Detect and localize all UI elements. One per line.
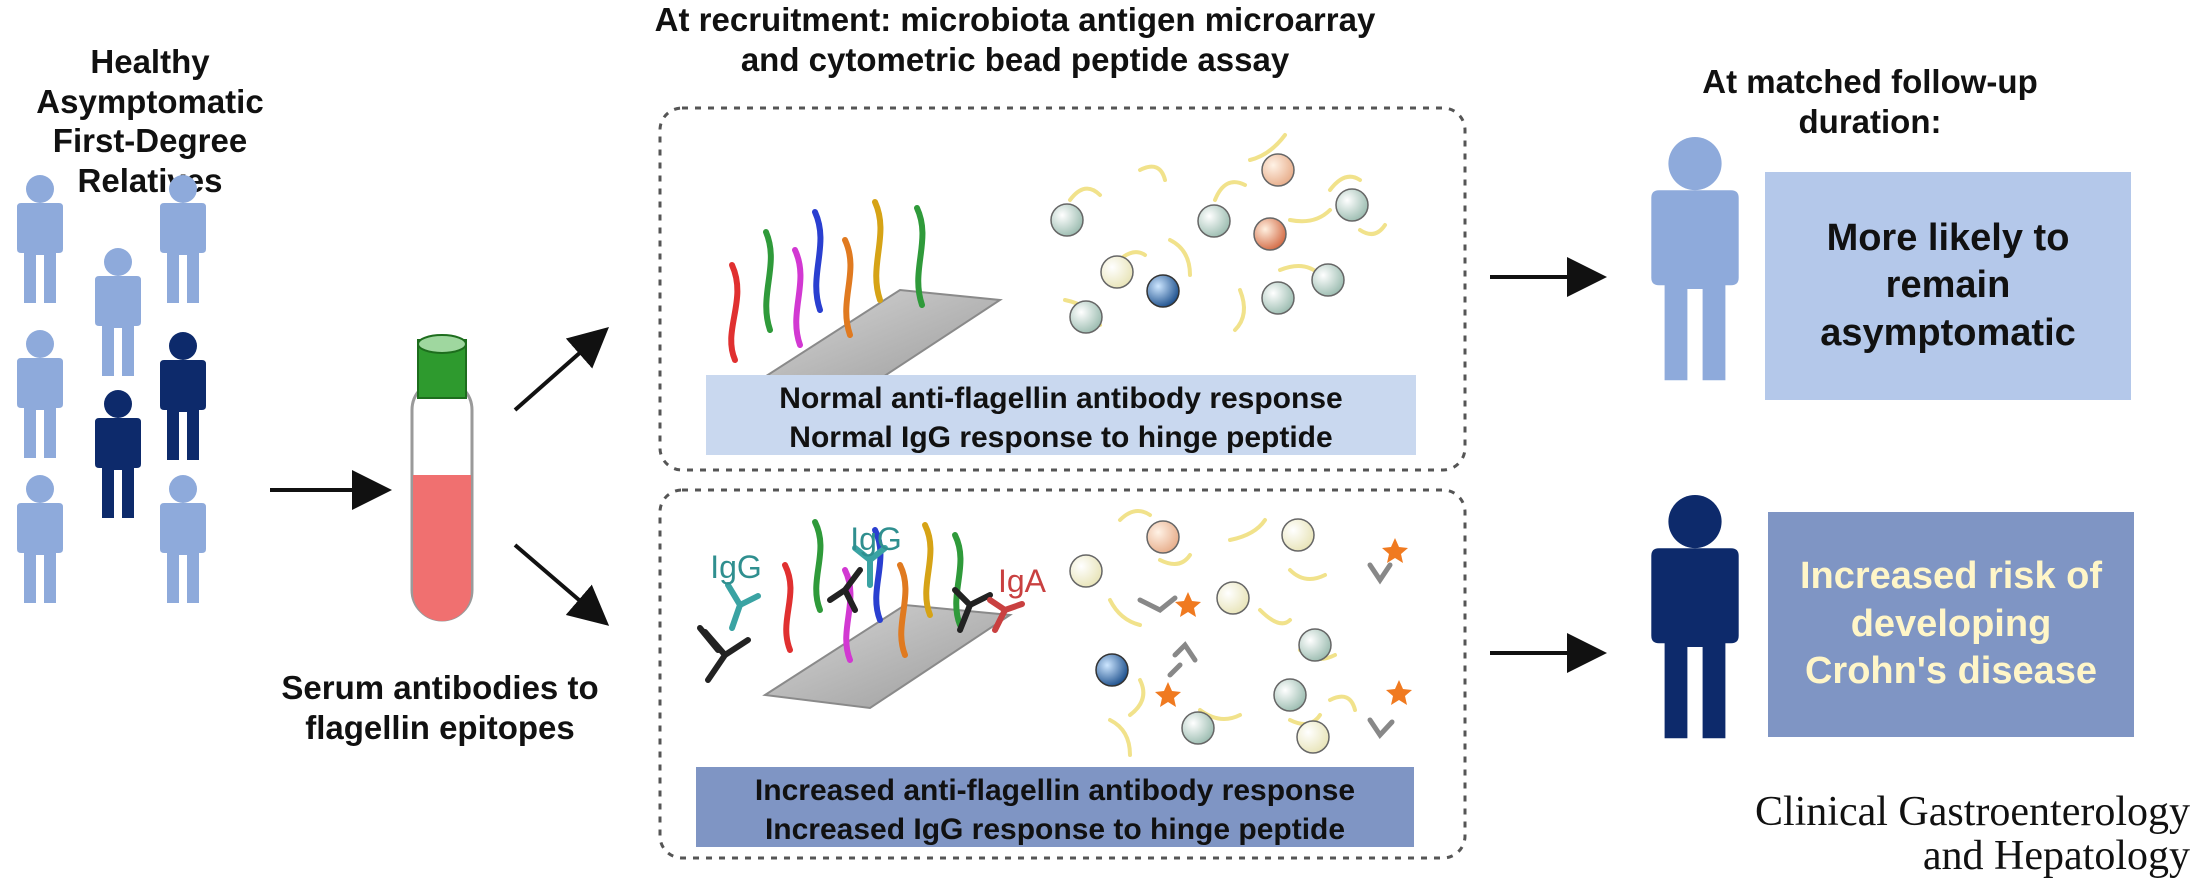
bead-antibody-icons (1137, 562, 1395, 740)
crohns-line1: Increased risk of (1799, 555, 2103, 598)
increased-panel (658, 488, 1467, 860)
antibody-icon (1137, 595, 1178, 613)
iga-label: IgA (998, 563, 1047, 599)
asymptomatic-person-icon (1651, 137, 1739, 381)
person-icon (95, 248, 141, 376)
antibody-icon (1167, 662, 1183, 678)
recruitment-header: At recruitment: microbiota antigen micro… (590, 0, 1440, 79)
antibody-icon (952, 587, 993, 633)
antibody-icon (1172, 641, 1198, 663)
normal-microarray-icon (728, 199, 1003, 394)
arrow-to-increased-panel (513, 543, 610, 626)
antibody-icon (987, 597, 1025, 633)
crohns-line3: Crohn's disease (1804, 650, 2098, 693)
star-icon (1175, 592, 1201, 617)
recruitment-header-line2: and cytometric bead peptide assay (740, 40, 1290, 78)
serum-label-line2: flagellin epitopes (305, 708, 575, 746)
crohns-outcome-box: Increased risk of developing Crohn's dis… (1768, 512, 2134, 737)
blood-tube-icon (410, 334, 474, 622)
journal-logo-line2: and Hepatology (1922, 833, 2190, 880)
normal-banner-line2: Normal IgG response to hinge peptide (789, 421, 1333, 454)
igg-antibody-icons (697, 545, 1025, 683)
person-icon (160, 475, 206, 603)
igg-label-2: IgG (850, 521, 902, 557)
increased-banner: Increased anti-flagellin antibody respon… (696, 767, 1414, 847)
star-icon (1386, 680, 1412, 705)
cohort-title-line1: Healthy Asymptomatic (36, 43, 264, 120)
serum-label-line1: Serum antibodies to (281, 669, 599, 706)
serum-label: Serum antibodies to flagellin epitopes (245, 668, 635, 747)
journal-logo-line1: Clinical Gastroenterology (1754, 789, 2190, 835)
antibody-icon (1367, 562, 1393, 585)
increased-banner-line2: Increased IgG response to hinge peptide (764, 813, 1346, 846)
normal-banner-line1: Normal anti-flagellin antibody response (779, 382, 1343, 415)
antibody-icon (852, 545, 888, 588)
person-icon (17, 175, 63, 303)
followup-header-line2: duration: (1798, 102, 1942, 140)
followup-header-line1: At matched follow-up (1702, 63, 2038, 100)
person-icon (17, 475, 63, 603)
people-cluster (17, 175, 206, 603)
followup-header: At matched follow-up duration: (1640, 62, 2100, 141)
antibody-icon (1367, 717, 1395, 740)
journal-logo: Clinical Gastroenterology and Hepatology (1690, 790, 2190, 878)
antibody-icon (697, 625, 751, 683)
cohort-title-line2: First-Degree Relatives (52, 122, 248, 199)
crohns-person-icon (1651, 494, 1739, 739)
asymptomatic-line3: asymptomatic (1820, 311, 2076, 354)
cohort-title: Healthy Asymptomatic First-Degree Relati… (0, 42, 300, 200)
person-icon (160, 175, 206, 303)
arrow-to-normal-panel (513, 327, 609, 412)
person-icon (95, 390, 141, 518)
person-icon (17, 330, 63, 458)
normal-beads (1050, 133, 1387, 334)
asymptomatic-line1: More likely to (1826, 216, 2070, 259)
increased-microarray-icon (762, 519, 1013, 710)
increased-beads (1069, 509, 1357, 757)
peptide-stars (1155, 538, 1412, 707)
recruitment-header-line1: At recruitment: microbiota antigen micro… (654, 1, 1376, 38)
asymptomatic-line2: remain (1885, 264, 2011, 307)
igg-label-1: IgG (710, 549, 762, 585)
crohns-line2: developing (1850, 602, 2052, 645)
star-icon (1155, 682, 1181, 707)
antibody-icon (827, 567, 863, 613)
increased-banner-line1: Increased anti-flagellin antibody respon… (754, 774, 1356, 807)
normal-banner: Normal anti-flagellin antibody response … (706, 375, 1416, 455)
star-icon (1382, 538, 1408, 563)
person-icon (160, 332, 206, 460)
antibody-icon (725, 582, 761, 631)
asymptomatic-outcome-box: More likely to remain asymptomatic (1765, 172, 2131, 400)
